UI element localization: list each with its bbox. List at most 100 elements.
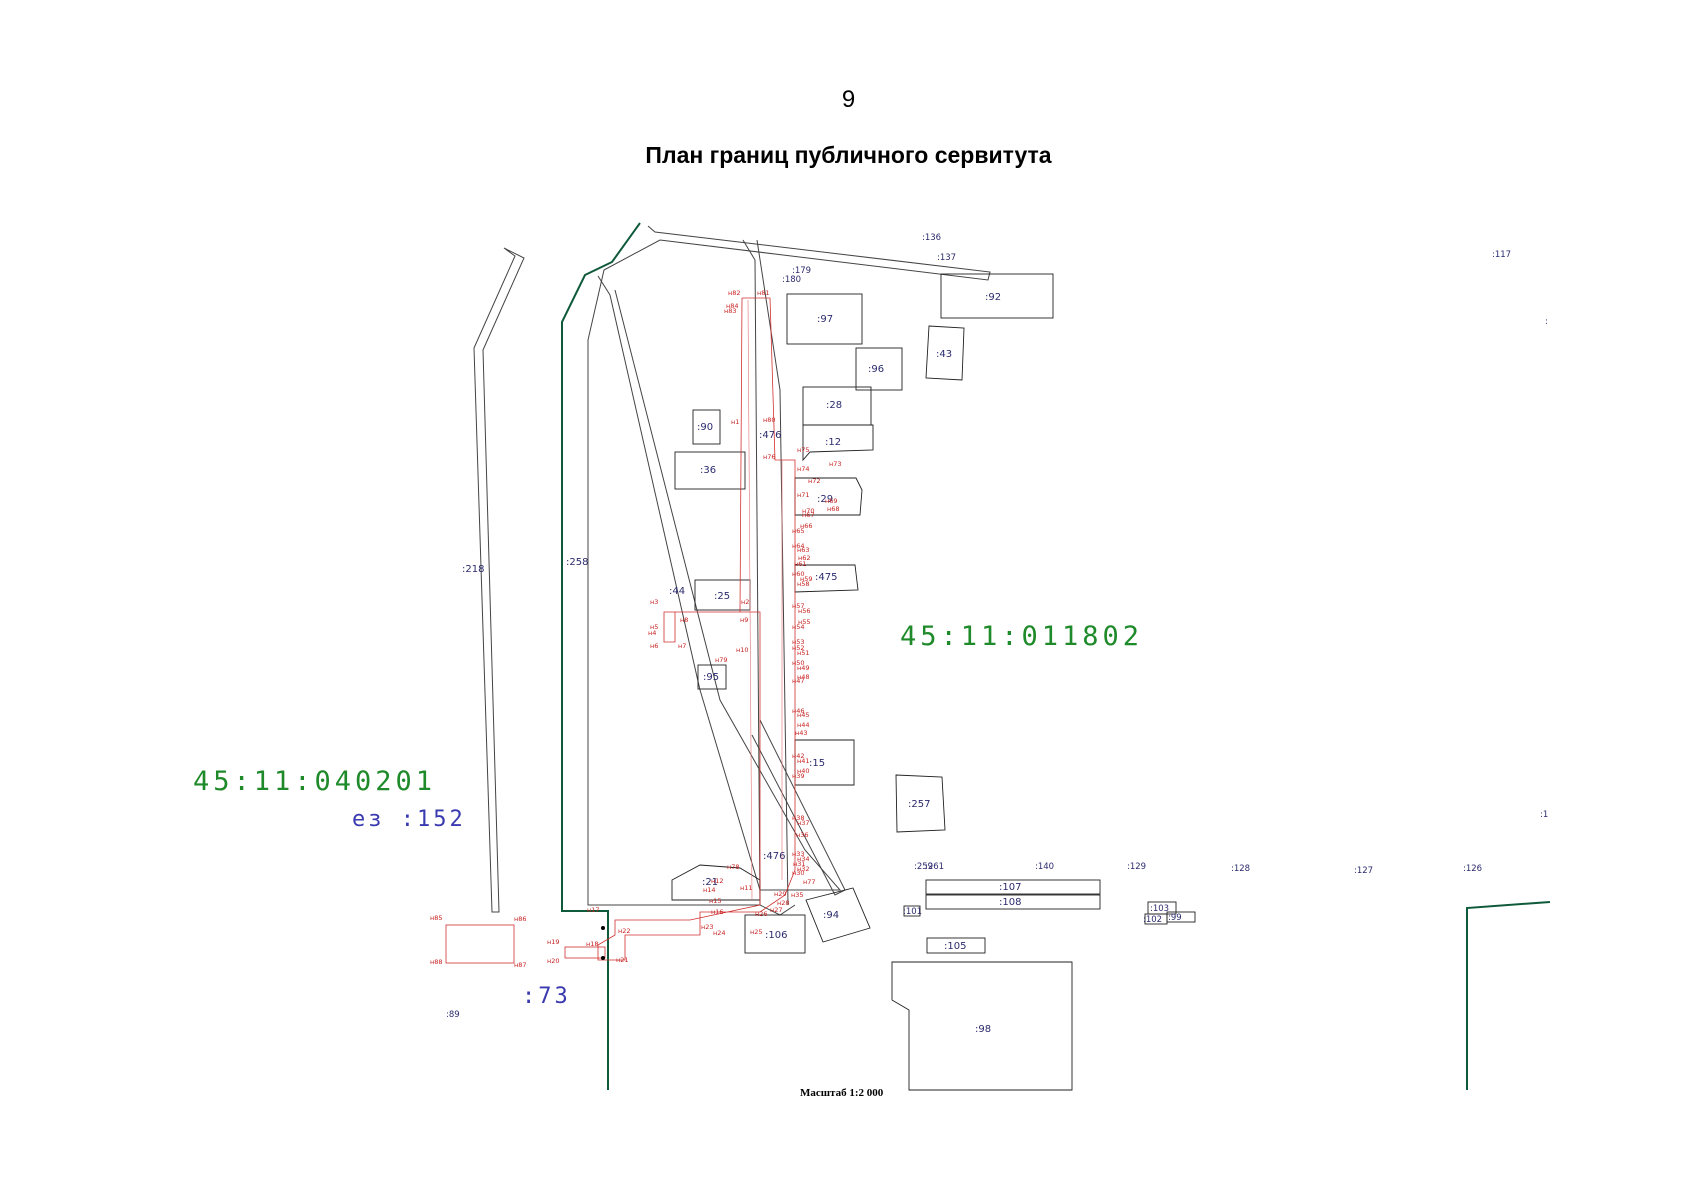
scale-label: Масштаб 1:2 000: [800, 1087, 884, 1099]
parcel-106: [744, 914, 806, 954]
point-label: н68: [827, 505, 840, 513]
parcel-97: [786, 293, 863, 345]
point-label: н31: [793, 860, 806, 868]
point-label: н80: [763, 416, 776, 424]
point-label: н77: [803, 878, 816, 886]
label-140: :140: [1035, 862, 1054, 872]
point-label: н70: [802, 507, 815, 515]
label-103: :103: [1150, 904, 1169, 914]
point-label: н55: [798, 618, 811, 626]
point-label: н6: [650, 642, 658, 650]
point-label: н14: [703, 886, 716, 894]
label-96: :96: [868, 364, 884, 375]
label-43: :43: [936, 349, 952, 360]
point-label: н72: [808, 477, 821, 485]
label-180: :180: [782, 275, 801, 285]
label-257: :257: [908, 799, 930, 810]
point-label: н56: [798, 607, 811, 615]
point-label: н7: [678, 642, 686, 650]
parcel-107: [925, 879, 1101, 895]
point-label: н30: [792, 869, 805, 877]
label-1: :1: [1540, 810, 1548, 820]
point-label: н34: [797, 855, 810, 863]
point-label: н41: [797, 757, 810, 765]
road-central-1: [742, 239, 761, 906]
point-label: н46: [792, 707, 805, 715]
label-127: :127: [1354, 866, 1373, 876]
label-136: :136: [922, 233, 941, 243]
label-ez-152: ез :152: [352, 807, 466, 832]
label-218: :218: [462, 564, 484, 575]
parcel-257: [895, 774, 946, 833]
point-label: н21: [616, 956, 629, 964]
label-105: :105: [944, 941, 966, 952]
label-128: :128: [1231, 864, 1250, 874]
label-73: :73: [522, 984, 571, 1009]
parcel-105: [926, 937, 986, 954]
label-21: :21: [702, 877, 718, 888]
boundary-node-1: [601, 926, 605, 930]
point-label: н58: [797, 580, 810, 588]
point-label: н61: [794, 560, 807, 568]
label-99: :99: [1168, 913, 1182, 923]
label-108: :108: [999, 897, 1021, 908]
label-97: :97: [817, 314, 833, 325]
point-label: н76: [763, 453, 776, 461]
servitude-inner-line: [747, 299, 783, 901]
point-label: н23: [701, 923, 714, 931]
point-label: н18: [586, 940, 599, 948]
point-label: н2: [741, 598, 749, 606]
servitude-boundary: [597, 297, 796, 961]
point-label: н63: [797, 546, 810, 554]
label-261: :261: [925, 862, 944, 872]
label-475: :475: [815, 572, 837, 583]
point-label: н38: [792, 814, 805, 822]
label-36: :36: [700, 465, 716, 476]
label-94: :94: [823, 910, 839, 921]
point-label: н53: [792, 638, 805, 646]
point-label: н16: [711, 908, 724, 916]
point-label: н8: [680, 616, 688, 624]
label-25: :25: [714, 591, 730, 602]
point-label: н12: [711, 877, 724, 885]
point-label: н33: [792, 850, 805, 858]
road-218: [473, 247, 525, 913]
label-101: :101: [903, 907, 922, 917]
point-label: н59: [800, 575, 813, 583]
quarter-boundary-west: [561, 222, 641, 1090]
point-label: н85: [430, 914, 443, 922]
label-258: :258: [566, 557, 588, 568]
parcel-12: [802, 424, 874, 462]
point-label: н49: [797, 664, 810, 672]
point-label: н27: [770, 906, 783, 914]
point-label: н39: [792, 772, 805, 780]
point-label: н26: [755, 910, 768, 918]
point-label: н9: [740, 616, 748, 624]
point-label: н29: [774, 890, 787, 898]
parcel-101: [903, 905, 921, 917]
label-126: :126: [1463, 864, 1482, 874]
point-label: н17: [587, 906, 600, 914]
label-102: :102: [1143, 915, 1162, 925]
road-258-inner: [597, 275, 842, 891]
parcel-108: [925, 894, 1101, 910]
page-number: 9: [841, 86, 856, 113]
parcel-94: [805, 887, 871, 943]
point-label: н78: [727, 863, 740, 871]
parcel-98: [891, 961, 1073, 1091]
label-107: :107: [999, 882, 1021, 893]
point-label: н88: [430, 958, 443, 966]
point-label: н52: [792, 644, 805, 652]
point-label: н5: [650, 623, 658, 631]
parcel-90: [692, 409, 721, 445]
label-95: :95: [703, 672, 719, 683]
point-label: н3: [650, 598, 658, 606]
parcel-96: [855, 347, 903, 391]
point-label: н60: [792, 570, 805, 578]
point-label: н79: [715, 656, 728, 664]
parcel-43: [925, 325, 965, 381]
quarter-label-west: 45:11:040201: [193, 766, 436, 797]
point-label: н11: [740, 884, 753, 892]
label-476-top: :476: [759, 430, 781, 441]
